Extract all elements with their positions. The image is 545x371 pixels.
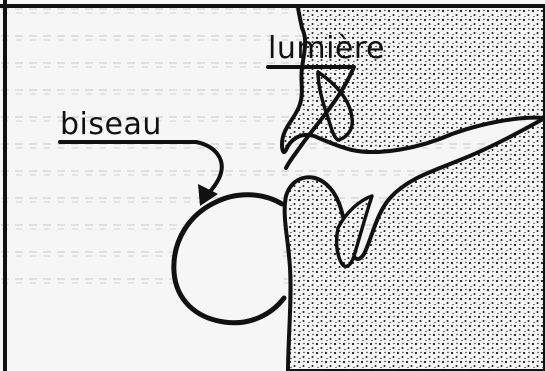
lumiere-label: lumière <box>268 34 385 64</box>
biseau-label: biseau <box>60 110 162 140</box>
